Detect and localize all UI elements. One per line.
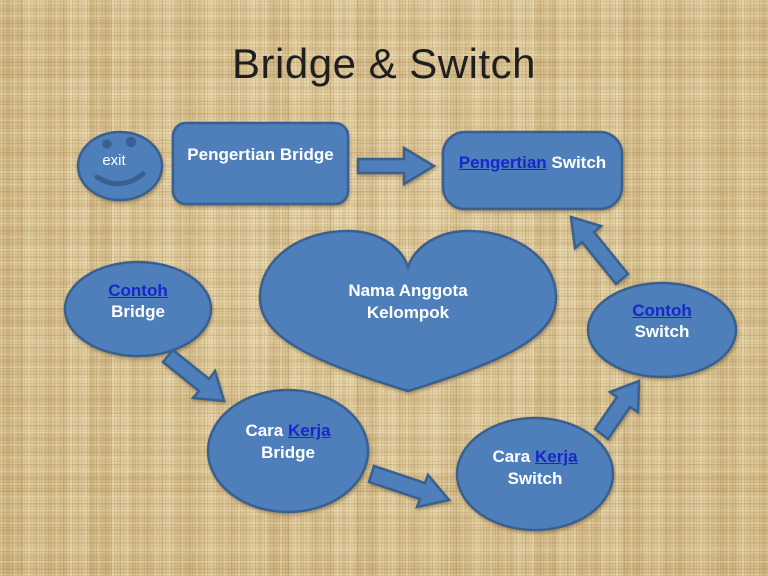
contoh-switch-label: Contoh Switch	[592, 300, 732, 342]
contoh-switch-shape[interactable]	[586, 281, 738, 379]
exit-button[interactable]	[76, 130, 164, 202]
smiley-face-icon	[76, 130, 164, 202]
smiley-mouth-icon	[94, 171, 146, 187]
nama-anggota-line1: Nama Anggota	[348, 281, 468, 300]
contoh-switch-link[interactable]: Contoh	[632, 301, 692, 320]
pengertian-switch-link[interactable]: Pengertian	[458, 153, 547, 172]
heart-shape[interactable]	[258, 229, 558, 393]
arrow-contoh-bridge-to-cara-kerja-bridge	[161, 348, 226, 403]
cara-kerja-switch-link[interactable]: Kerja	[535, 447, 578, 466]
cara-kerja-bridge-label: Cara Kerja Bridge	[208, 420, 368, 464]
nama-anggota-line2: Kelompok	[366, 303, 450, 322]
cara-kerja-bridge-link[interactable]: Kerja	[288, 421, 331, 440]
cara-kerja-switch-prefix: Cara	[492, 447, 531, 466]
cara-kerja-bridge-text: Bridge	[261, 443, 315, 462]
exit-button-label[interactable]: exit	[102, 152, 126, 169]
pengertian-switch-shape[interactable]	[441, 130, 624, 211]
contoh-bridge-text: Bridge	[111, 302, 165, 321]
smiley-eye-icon	[102, 139, 112, 149]
page-title: Bridge & Switch	[232, 40, 536, 87]
arrow-pengertian-bridge-to-switch	[356, 145, 437, 187]
contoh-bridge-shape[interactable]	[63, 260, 213, 358]
contoh-switch-text: Switch	[634, 322, 690, 341]
cara-kerja-bridge-shape[interactable]	[206, 388, 370, 514]
cara-kerja-switch-label: Cara Kerja Switch	[455, 446, 615, 490]
arrow-cara-kerja-switch-to-contoh-switch	[593, 379, 641, 441]
pengertian-switch-text: Switch	[551, 153, 607, 172]
cara-kerja-bridge-prefix: Cara	[245, 421, 284, 440]
smiley-eye-icon	[125, 136, 137, 148]
contoh-bridge-link[interactable]: Contoh	[108, 281, 168, 300]
arrow-contoh-switch-to-pengertian-switch	[569, 215, 630, 286]
nama-anggota-label: Nama Anggota Kelompok	[308, 280, 508, 324]
arrow-cara-kerja-bridge-to-cara-kerja-switch	[367, 464, 452, 509]
pengertian-switch-label: Pengertian Switch	[443, 152, 622, 174]
pengertian-bridge-label[interactable]: Pengertian Bridge	[187, 145, 334, 164]
cara-kerja-switch-shape[interactable]	[455, 416, 615, 532]
cara-kerja-switch-text: Switch	[507, 469, 563, 488]
contoh-bridge-label: Contoh Bridge	[68, 280, 208, 322]
pengertian-bridge-shape[interactable]	[171, 121, 350, 206]
